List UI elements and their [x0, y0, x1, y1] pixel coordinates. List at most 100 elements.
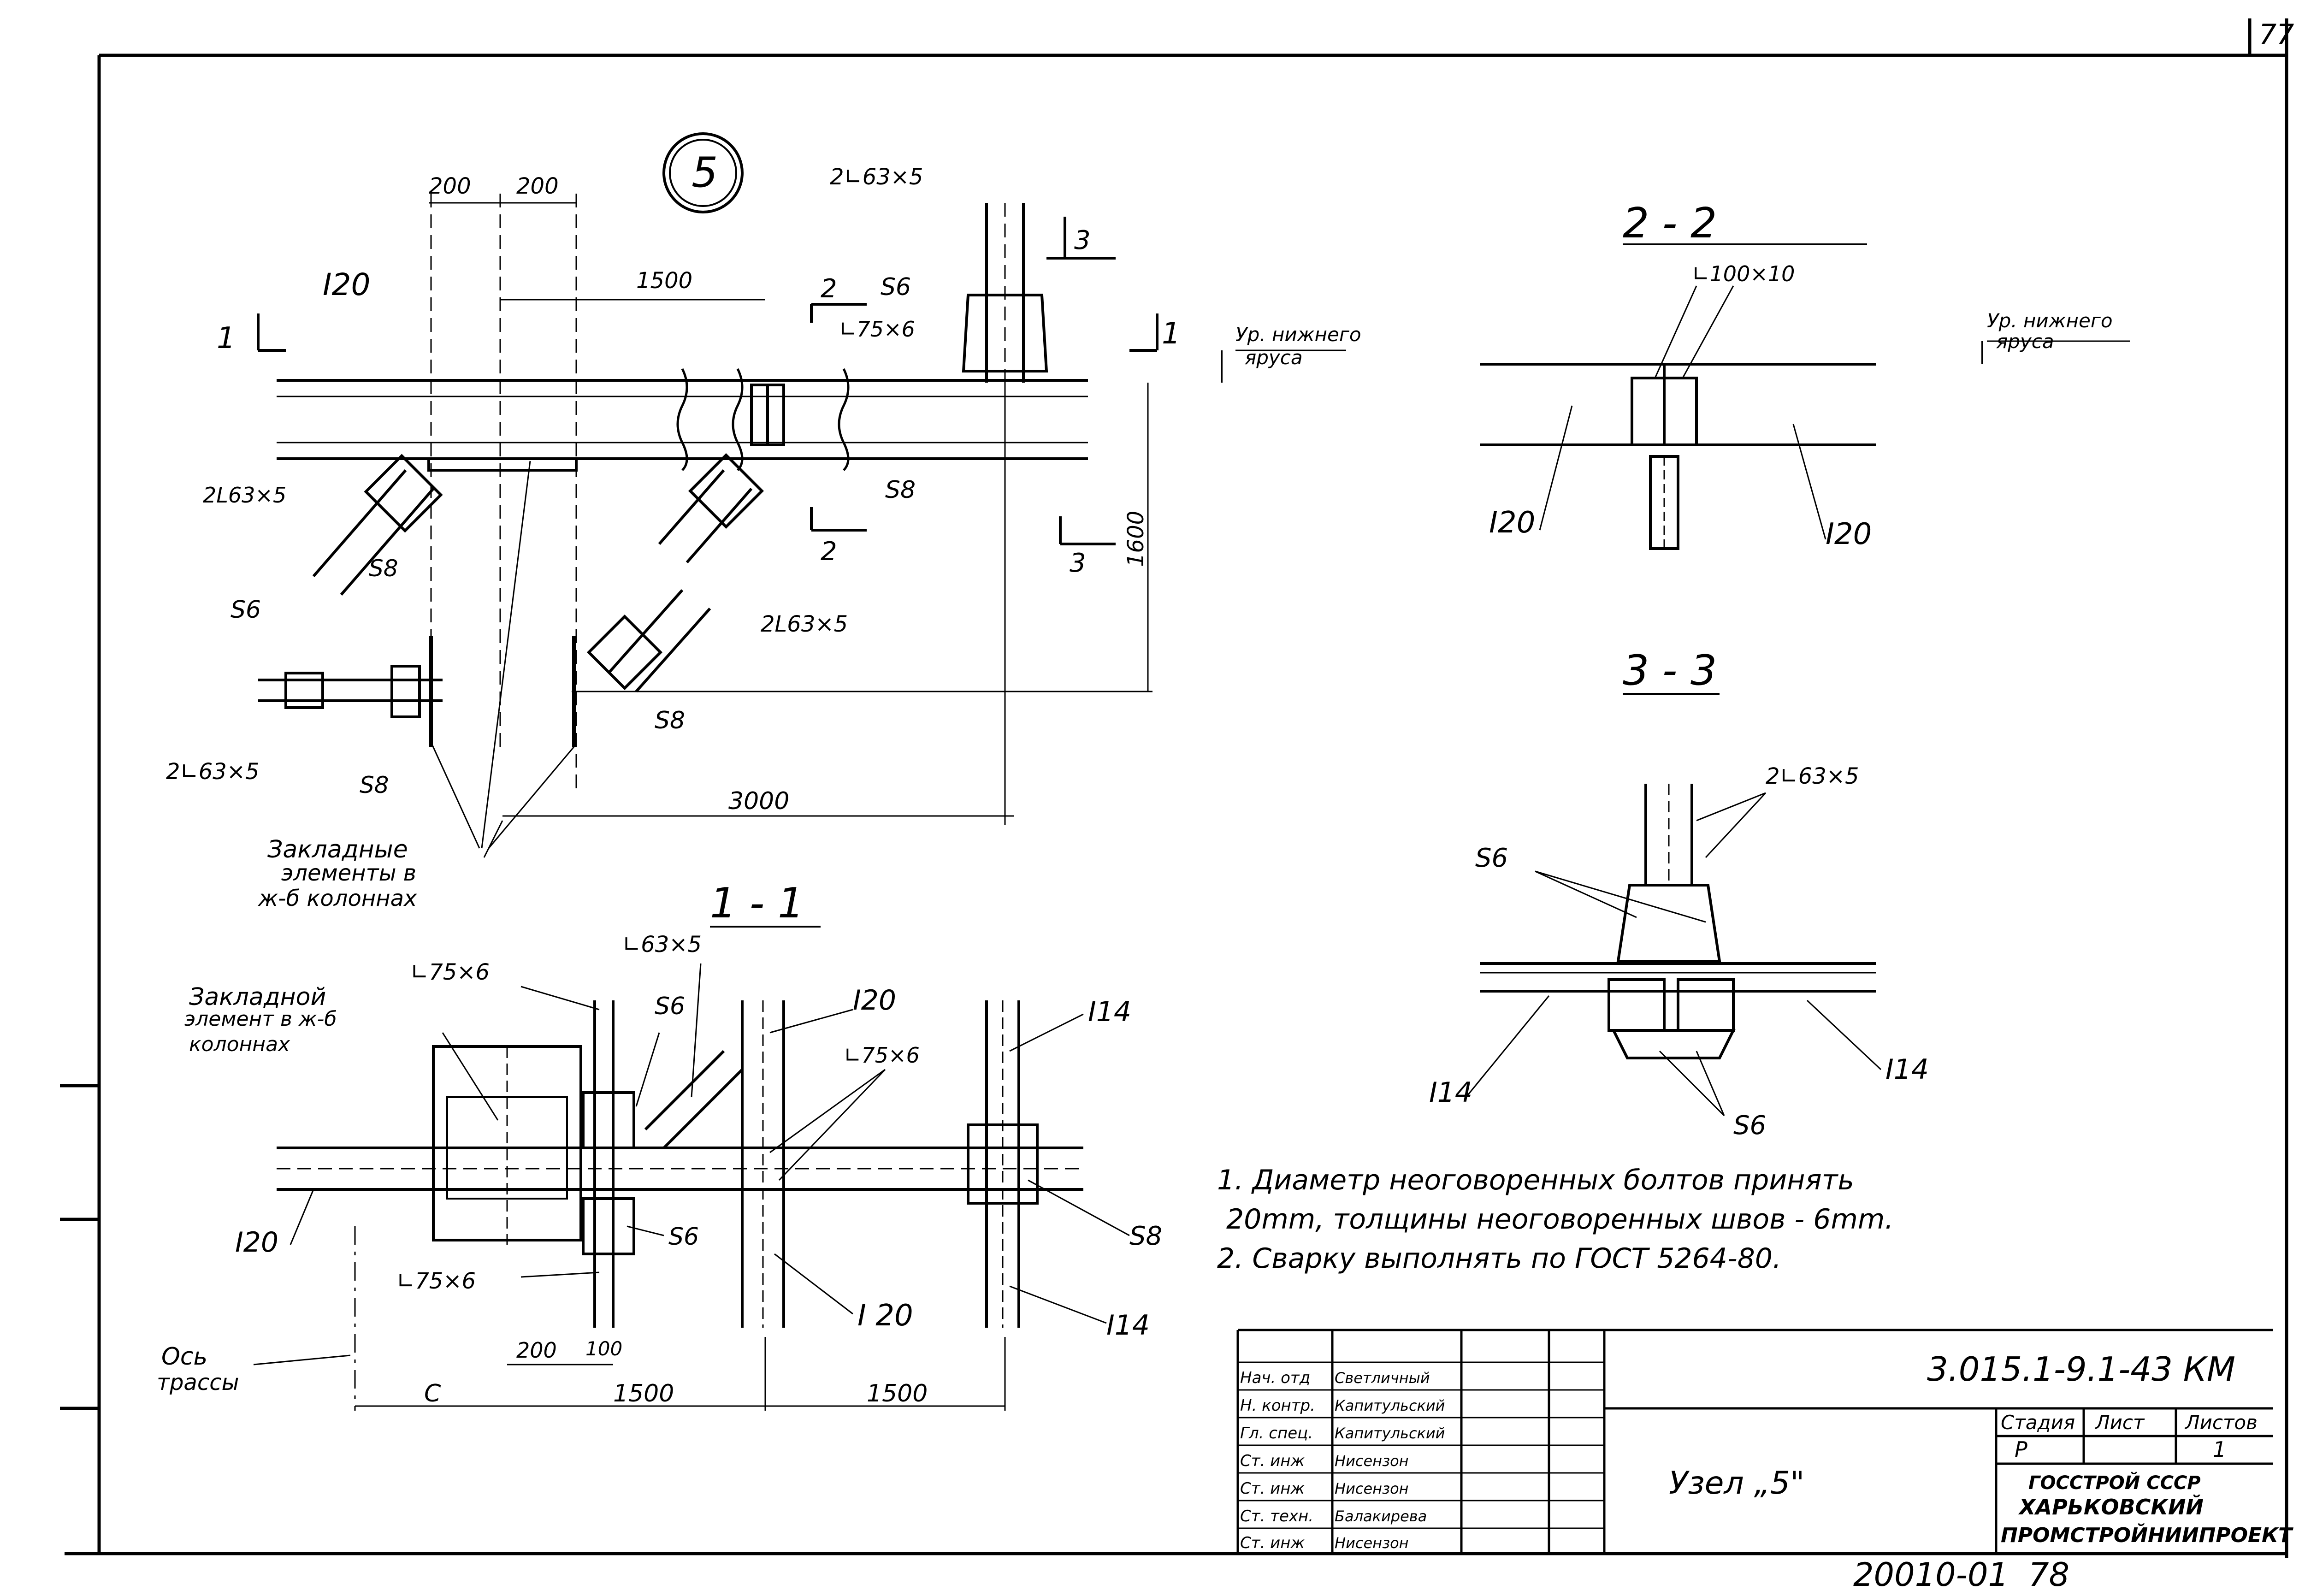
embed-label-line2: элементы в — [281, 860, 416, 886]
tb-role-0: Нач. отд — [1240, 1369, 1310, 1387]
section-2-2-beam-right: I20 — [1826, 517, 1872, 551]
cut-mark-3-top: 3 — [1074, 225, 1091, 255]
embed-single-line3: колоннах — [189, 1033, 290, 1056]
label-brace-left: 2L63×5 — [203, 483, 286, 508]
tb-role-3: Ст. инж — [1240, 1452, 1305, 1470]
section-3-3-labels: 3 - 3 2∟63×5 S6 S6 I14 I14 — [1429, 646, 1929, 1141]
section-1-1-angle-low: ∟75×6 — [396, 1268, 476, 1294]
org-line-3: ПРОМСТРОЙНИИПРОЕКТ — [2001, 1523, 2293, 1547]
tb-name-3: Нисензон — [1335, 1452, 1409, 1470]
section-1-1-angle-63: ∟63×5 — [622, 932, 702, 958]
label-s8-low: S8 — [360, 772, 389, 798]
embed-label-line1: Закладные — [267, 836, 408, 863]
title-block-text: Нач. отд Светличный Н. контр. Капитульск… — [1240, 1350, 2293, 1552]
label-brace-2l63x5-top: 2∟63×5 — [830, 164, 923, 190]
dim-1500-a: 1500 — [613, 1380, 674, 1407]
label-s8-mid: S8 — [885, 476, 916, 504]
page-number: 78 — [2028, 1556, 2069, 1594]
section-2-2 — [1480, 243, 2130, 553]
section-3-3-brace: 2∟63×5 — [1766, 763, 1859, 789]
label-s6-left: S6 — [230, 596, 261, 624]
tb-sheets-header: Листов — [2184, 1411, 2258, 1434]
section-1-1-s8: S8 — [1129, 1221, 1162, 1251]
note-line-2: 20mm, толщины неоговоренных швов - 6mm. — [1226, 1203, 1893, 1235]
section-1-1-labels: 1 - 1 Закладной элемент в ж-б колоннах ∟… — [157, 879, 1162, 1407]
label-brace-mid: 2L63×5 — [761, 611, 848, 637]
doc-code: 3.015.1-9.1-43 КМ — [1927, 1350, 2235, 1389]
dim-3000: 3000 — [728, 787, 789, 815]
embed-label-line3: ж-б колоннах — [258, 886, 417, 911]
sheet-corner-number: 77 — [2259, 18, 2294, 51]
plan-labels: 200 200 1500 1600 3000 I20 2∟63×5 S6 ∟75… — [166, 164, 1361, 911]
node-marker: 5 — [662, 132, 744, 213]
dim-1500: 1500 — [636, 268, 692, 294]
note-line-3: 2. Сварку выполнять по ГОСТ 5264-80. — [1217, 1242, 1781, 1275]
level-label-line2: яруса — [1245, 346, 1303, 369]
section-1-1-title: 1 - 1 — [710, 879, 804, 928]
tb-name-4: Нисензон — [1335, 1480, 1409, 1497]
tb-role-1: Н. контр. — [1240, 1396, 1315, 1415]
dim-200-b: 200 — [516, 173, 559, 199]
dim-200-a: 200 — [429, 173, 471, 199]
tb-name-5: Балакирева — [1335, 1507, 1427, 1525]
dim-1600: 1600 — [1123, 511, 1149, 567]
section-1-1-i20-low: I 20 — [857, 1299, 913, 1333]
axis-label-line2: трассы — [157, 1370, 239, 1395]
label-brace-low: 2∟63×5 — [166, 759, 260, 785]
sheet-frame — [60, 18, 2288, 1558]
tb-name-6: Нисензон — [1335, 1534, 1409, 1552]
label-s8-low2: S8 — [655, 707, 685, 734]
dim-100-lower: 100 — [585, 1337, 622, 1360]
label-beam-i20: I20 — [323, 267, 370, 302]
title-block — [1236, 1329, 2273, 1554]
axis-label-line1: Ось — [161, 1343, 207, 1371]
section-3-3-beam-left: I14 — [1429, 1076, 1472, 1109]
dim-200-lower: 200 — [516, 1338, 557, 1363]
tb-stage-header: Стадия — [2001, 1411, 2075, 1434]
note-line-1: 1. Диаметр неоговоренных болтов принять — [1217, 1164, 1854, 1196]
cut-mark-2-top: 2 — [821, 274, 837, 304]
tb-role-2: Гл. спец. — [1240, 1424, 1313, 1442]
section-1-1-i14-low: I14 — [1106, 1309, 1150, 1342]
section-2-2-level-line1: Ур. нижнего — [1987, 309, 2113, 332]
section-2-2-beam-left: I20 — [1489, 506, 1535, 540]
level-label-line1: Ур. нижнего — [1235, 323, 1361, 346]
plan-view — [257, 194, 1346, 858]
dim-1500-b: 1500 — [867, 1380, 928, 1407]
tb-name-0: Светличный — [1335, 1369, 1430, 1387]
drawing-name: Узел „5" — [1669, 1465, 1804, 1501]
section-3-3-beam-right: I14 — [1885, 1053, 1929, 1086]
section-1-1-angle-top: ∟75×6 — [410, 959, 490, 985]
cut-mark-2-bottom: 2 — [821, 537, 837, 567]
tb-role-5: Ст. техн. — [1240, 1507, 1313, 1525]
section-1-1-i20-left: I20 — [235, 1226, 278, 1259]
tb-name-1: Капитульский — [1335, 1397, 1445, 1414]
cut-mark-3-bottom: 3 — [1070, 548, 1086, 578]
section-3-3-s6-bottom: S6 — [1733, 1111, 1766, 1141]
cut-mark-1-right: 1 — [1162, 317, 1181, 351]
section-1-1-i20-top: I20 — [853, 984, 896, 1017]
dim-c: C — [424, 1380, 441, 1407]
tb-role-6: Ст. инж — [1240, 1534, 1305, 1552]
node-number: 5 — [692, 148, 718, 197]
embed-single-line1: Закладной — [189, 983, 326, 1011]
tb-stage-value: Р — [2015, 1437, 2027, 1462]
section-2-2-title: 2 - 2 — [1623, 199, 1717, 248]
section-1-1-i14-top: I14 — [1088, 996, 1131, 1028]
label-s6-top: S6 — [881, 273, 911, 301]
label-s8-left: S8 — [369, 555, 398, 582]
section-3-3-title: 3 - 3 — [1623, 646, 1717, 695]
inventory-number: 20010-01 — [1853, 1556, 2009, 1594]
cut-mark-1-left: 1 — [217, 321, 236, 355]
label-angle-75x6: ∟75×6 — [839, 317, 915, 342]
section-1-1 — [253, 926, 1130, 1411]
section-3-3-s6-top: S6 — [1475, 843, 1508, 873]
section-1-1-s6a: S6 — [655, 993, 685, 1020]
embed-single-line2: элемент в ж-б — [184, 1007, 337, 1031]
section-1-1-angle-mid: ∟75×6 — [844, 1043, 920, 1068]
tb-name-2: Капитульский — [1335, 1425, 1445, 1442]
section-2-2-angle: ∟100×10 — [1692, 261, 1795, 286]
general-notes: 1. Диаметр неоговоренных болтов принять … — [1217, 1164, 1893, 1275]
org-line-1: ГОССТРОЙ СССР — [2028, 1472, 2201, 1494]
